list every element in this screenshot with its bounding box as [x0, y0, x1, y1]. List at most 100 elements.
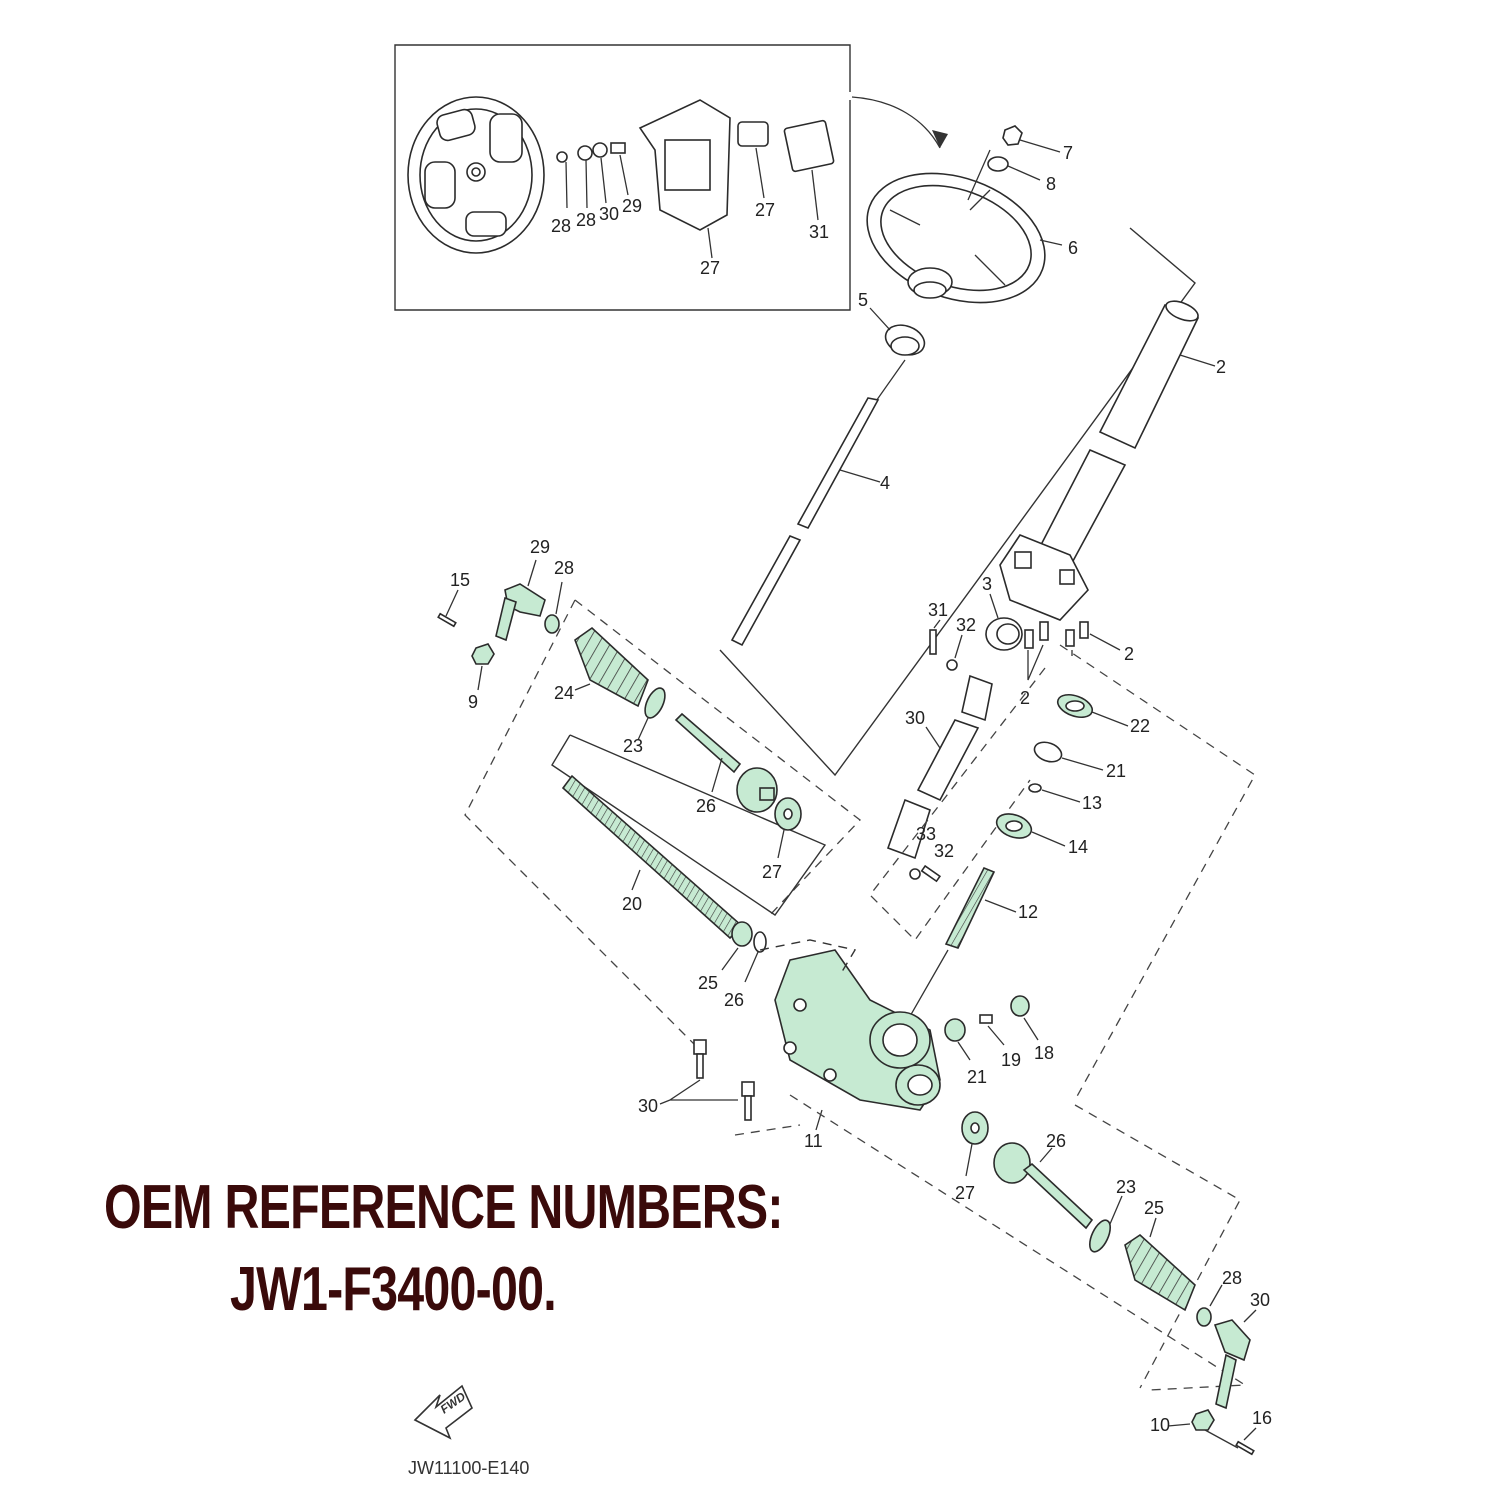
part-10-cotter-pin-left: [437, 612, 457, 628]
oem-part-number: JW1-F3400-00.: [230, 1255, 557, 1324]
part-9-nut-right: [1191, 1409, 1215, 1431]
fwd-arrow-icon: FWD: [413, 1384, 473, 1440]
part-37-spring: [610, 142, 626, 154]
part-9-nut-left: [471, 643, 495, 665]
part-4-steering-shaft: [730, 397, 880, 647]
part-35-screw: [556, 151, 568, 163]
part-21-band-left: [644, 687, 666, 719]
part-22-boot-right: [1124, 1233, 1196, 1312]
part-30-universal-joint: [886, 674, 993, 860]
part-34-emblem: [737, 121, 769, 147]
callout-32b: 33: [916, 824, 936, 844]
callout-27b: 28: [1222, 1268, 1242, 1288]
part-29-mounting-bolts: [693, 1039, 755, 1121]
part-17-spring: [979, 1014, 993, 1024]
callout-10b: 16: [1252, 1408, 1272, 1428]
part-27-nut-left: [544, 614, 560, 634]
callout-34: 27: [755, 200, 775, 220]
callout-11: 11: [804, 1131, 823, 1151]
callout-23a: 26: [696, 796, 716, 816]
part-28-tie-rod-end-left: [495, 583, 546, 642]
callout-1: 2: [1216, 357, 1226, 377]
callout-26b: 27: [955, 1183, 975, 1203]
column-frame: [719, 227, 1196, 777]
part-5-column-boot: [884, 324, 926, 356]
callout-12: 12: [1018, 902, 1038, 922]
part-2-bolts: [1024, 621, 1089, 649]
callout-14: 14: [1068, 837, 1088, 857]
callout-22b: 25: [1144, 1198, 1164, 1218]
inset-steering-wheel: [407, 96, 545, 254]
part-23-inner-tie-rod-left: [674, 712, 778, 813]
lower-washer: [909, 868, 921, 880]
column-bracket: [999, 534, 1089, 621]
callout-9b: 10: [1150, 1415, 1170, 1435]
bolt-guide-line: [734, 1124, 801, 1136]
callout-23b: 26: [1046, 1131, 1066, 1151]
callout-25: 26: [724, 990, 744, 1010]
part-25-o-ring: [753, 931, 767, 953]
callout-37: 29: [622, 196, 642, 216]
callout-2b: 2: [1124, 644, 1134, 664]
callout-29: 30: [638, 1096, 658, 1116]
part-12-pinion-gear: [944, 866, 996, 949]
part-39-label: [783, 119, 835, 173]
upper-bolt-washer: [929, 629, 958, 671]
callout-32a: 32: [956, 615, 976, 635]
part-38-washer: [592, 142, 608, 158]
part-8-washer: [987, 156, 1009, 172]
callout-8: 8: [1046, 174, 1056, 194]
callout-16: 18: [1034, 1043, 1054, 1063]
part-22-boot-left: [574, 626, 649, 708]
part-21-band-right: [1088, 1219, 1112, 1253]
callout-21a: 23: [623, 736, 643, 756]
callout-28b: 30: [1250, 1290, 1270, 1310]
dashed-frame-inner: [869, 667, 1046, 942]
part-7-nut: [1002, 125, 1023, 146]
callout-10a: 15: [450, 570, 470, 590]
callout-20: 22: [1130, 716, 1150, 736]
part-11-gearbox-housing: [774, 949, 941, 1111]
dashed-frame-right: [1059, 644, 1256, 1101]
callout-27a: 28: [554, 558, 574, 578]
callout-2a: 2: [1020, 688, 1030, 708]
part-24-bushing: [731, 921, 753, 947]
callout-38: 30: [599, 204, 619, 224]
pinion-seals: [995, 693, 1094, 839]
callout-17: 19: [1001, 1050, 1021, 1070]
callout-31a: 31: [928, 600, 948, 620]
callout-36: 28: [576, 210, 596, 230]
callout-4: 4: [880, 473, 890, 493]
callout-5: 5: [858, 290, 868, 310]
callout-15: 20: [622, 894, 642, 914]
callout-35: 28: [551, 216, 571, 236]
callout-28a: 29: [530, 537, 550, 557]
part-16-plug: [1010, 995, 1030, 1017]
part-1-steering-column: [1026, 300, 1200, 587]
callout-13: 13: [1082, 793, 1102, 813]
callout-33: 27: [700, 258, 720, 278]
wheel-detail-inset: 28 28 30 29 27 27 31: [394, 44, 948, 311]
callout-21b: 23: [1116, 1177, 1136, 1197]
part-27-nut-right: [1196, 1307, 1212, 1327]
dashed-frame-left-top: [574, 599, 861, 916]
part-18-yoke: [944, 1018, 966, 1042]
callout-6: 6: [1068, 238, 1078, 258]
callout-31b: 32: [934, 841, 954, 861]
callout-30: 30: [905, 708, 925, 728]
part-10-cotter-pin-right: [1235, 1440, 1255, 1456]
part-6-steering-wheel: [866, 172, 1046, 304]
callout-22a: 24: [554, 683, 574, 703]
part-28-tie-rod-end-right: [1213, 1319, 1251, 1410]
callout-18: 21: [967, 1067, 987, 1087]
callout-24: 25: [698, 973, 718, 993]
callout-9a: 9: [468, 692, 478, 712]
dashed-frame-left: [464, 599, 696, 1046]
oem-reference-title: OEM REFERENCE NUMBERS:: [104, 1173, 784, 1242]
callout-19: 21: [1106, 761, 1126, 781]
callout-26a: 27: [762, 862, 782, 882]
callout-39: 31: [809, 222, 829, 242]
part-23-inner-tie-rod-right: [993, 1142, 1094, 1230]
part-36-washer: [577, 145, 593, 161]
